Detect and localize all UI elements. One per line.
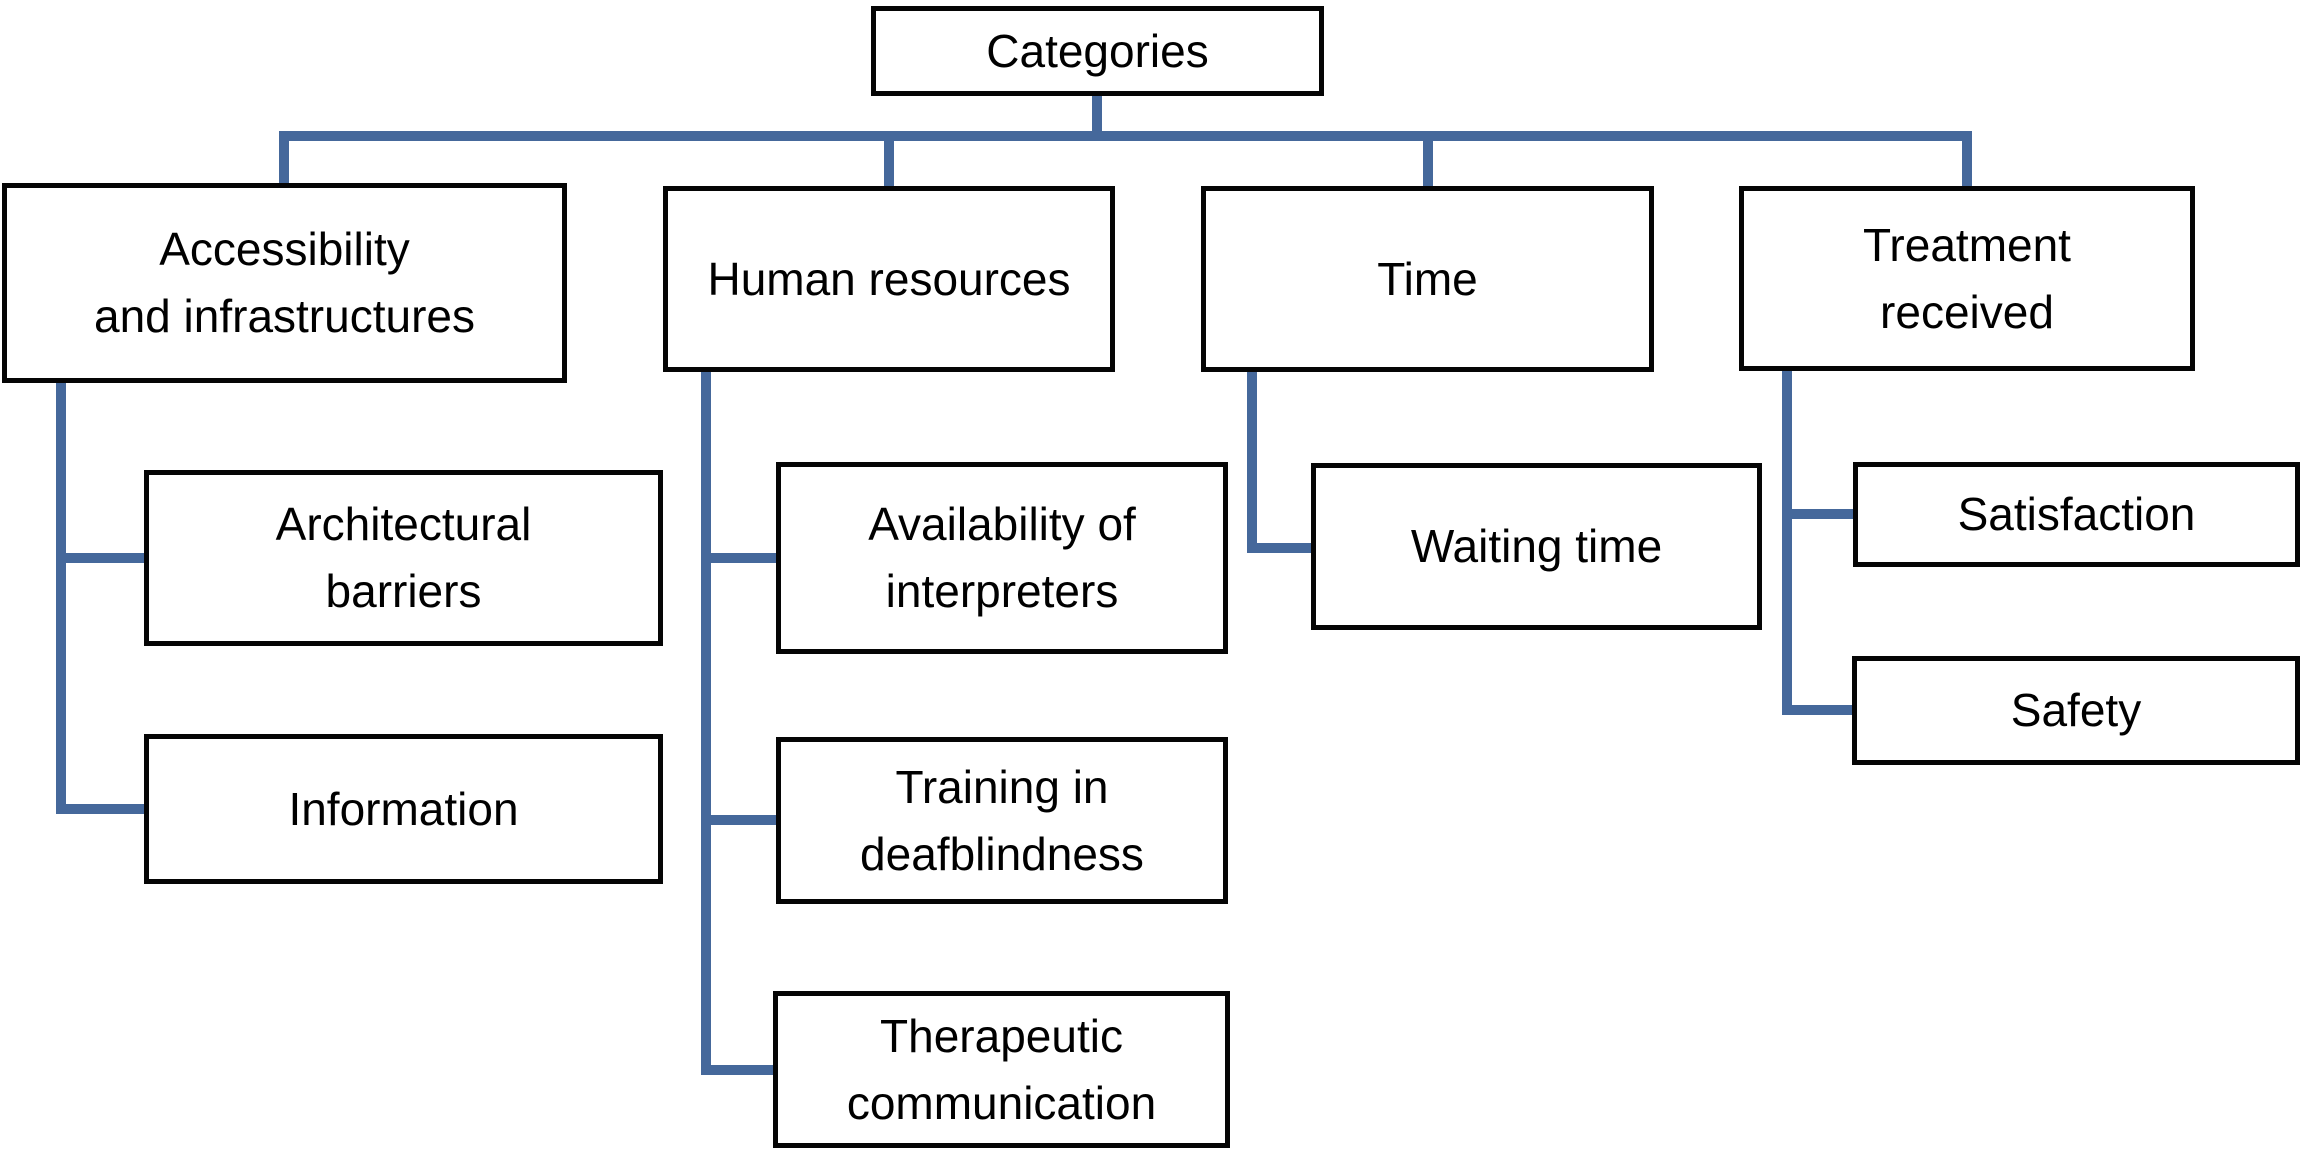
node-time-label: Time xyxy=(1377,252,1478,305)
connector-stub-safety xyxy=(1782,705,1852,715)
connector-stub-availability-of-interpreters xyxy=(701,553,776,563)
connector-drop-human-resources xyxy=(884,131,894,193)
connector-human-resources-elbow xyxy=(701,370,711,1075)
node-categories: Categories xyxy=(871,6,1324,96)
connector-stub-training-in-deafblindness xyxy=(701,815,776,825)
connector-stub-information xyxy=(56,804,144,814)
connector-drop-time xyxy=(1423,131,1433,193)
node-information-label: Information xyxy=(288,782,519,835)
connector-stub-waiting-time xyxy=(1247,543,1311,553)
node-architectural-barriers-label: Architectural barriers xyxy=(275,498,532,617)
node-time: Time xyxy=(1201,186,1654,372)
connector-time-elbow xyxy=(1247,370,1257,553)
connector-drop-treatment-received xyxy=(1962,131,1972,193)
node-categories-label: Categories xyxy=(986,24,1209,77)
node-human-resources: Human resources xyxy=(663,186,1115,372)
node-safety: Safety xyxy=(1852,656,2300,765)
connector-drop-accessibility xyxy=(279,131,289,191)
node-therapeutic-communication: Therapeutic communication xyxy=(773,991,1230,1148)
node-availability-of-interpreters: Availability of interpreters xyxy=(776,462,1228,654)
node-therapeutic-communication-label: Therapeutic communication xyxy=(846,1009,1157,1129)
connector-stub-therapeutic-communication xyxy=(701,1065,773,1075)
node-accessibility-and-infrastructures-label: Accessibility and infrastructures xyxy=(94,223,475,342)
node-availability-of-interpreters-label: Availability of interpreters xyxy=(868,498,1136,617)
node-satisfaction: Satisfaction xyxy=(1853,462,2300,567)
node-safety-label: Safety xyxy=(2010,684,2142,737)
node-training-in-deafblindness: Training in deafblindness xyxy=(776,737,1228,904)
connector-level1-bar xyxy=(279,131,1972,141)
connector-stub-satisfaction xyxy=(1782,509,1853,519)
node-waiting-time: Waiting time xyxy=(1311,463,1762,630)
node-treatment-received-label: Treatment received xyxy=(1863,218,2071,338)
connector-stub-architectural-barriers xyxy=(56,553,144,563)
node-training-in-deafblindness-label: Training in deafblindness xyxy=(860,760,1144,880)
node-information: Information xyxy=(144,734,663,884)
node-human-resources-label: Human resources xyxy=(707,252,1071,305)
node-architectural-barriers: Architectural barriers xyxy=(144,470,663,646)
node-treatment-received: Treatment received xyxy=(1739,186,2195,371)
node-accessibility-and-infrastructures: Accessibility and infrastructures xyxy=(2,183,567,383)
connector-categories-riser xyxy=(1092,96,1102,141)
node-satisfaction-label: Satisfaction xyxy=(1957,488,2196,541)
connector-treatment-elbow xyxy=(1782,369,1792,715)
connector-accessibility-elbow xyxy=(56,380,66,814)
node-waiting-time-label: Waiting time xyxy=(1410,520,1663,573)
